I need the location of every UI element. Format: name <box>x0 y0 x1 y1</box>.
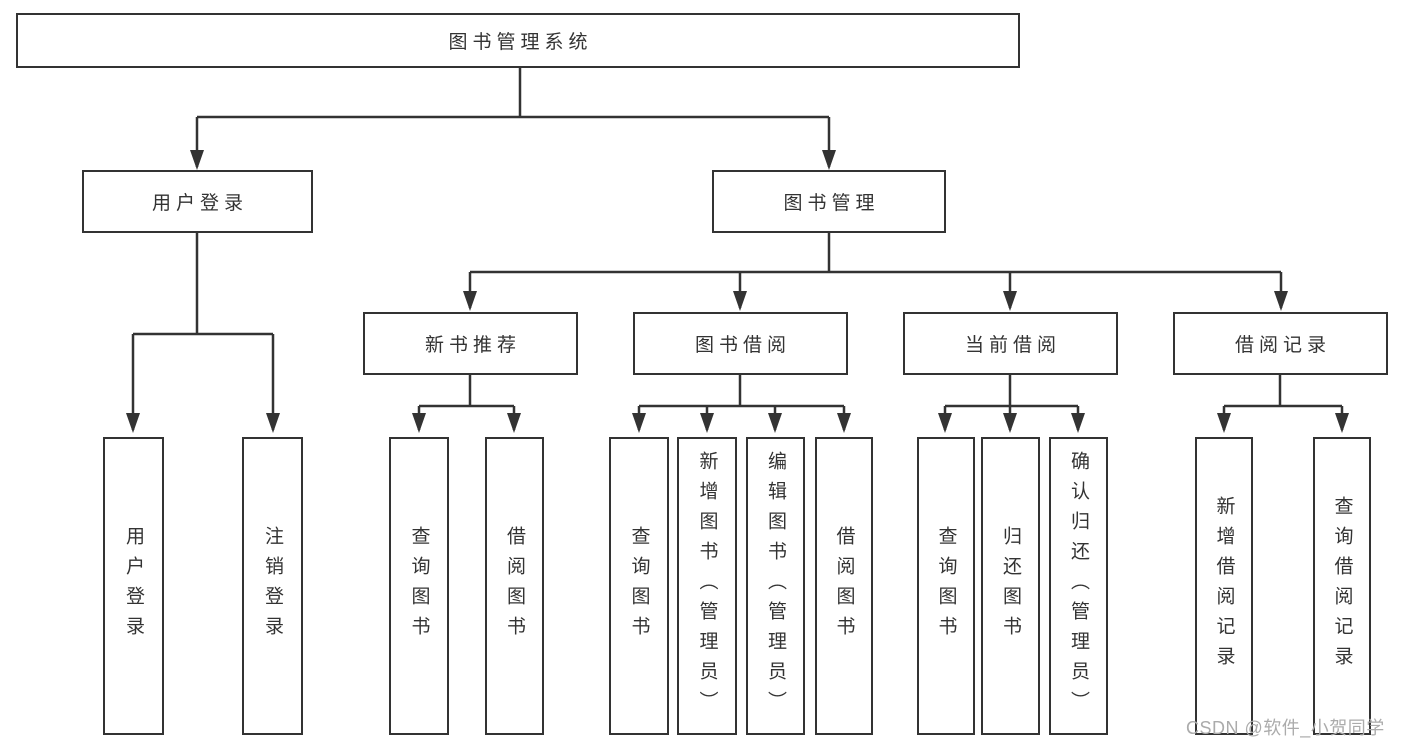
node-leaf-borrow-books-1: 借阅图书 <box>485 437 544 735</box>
node-label: 新书推荐 <box>424 335 521 356</box>
node-leaf-query-books-2: 查询图书 <box>609 437 669 735</box>
node-label: 注销登录 <box>262 526 283 646</box>
node-leaf-borrow-books-2: 借阅图书 <box>815 437 873 735</box>
node-leaf-logout: 注销登录 <box>242 437 303 735</box>
node-label: 查询图书 <box>408 526 430 646</box>
node-label: 查询借阅记录 <box>1331 496 1353 676</box>
node-leaf-query-borrow-record: 查询借阅记录 <box>1313 437 1371 735</box>
node-label: 归还图书 <box>1000 526 1021 646</box>
watermark: CSDN @软件_小贺同学 <box>1186 718 1385 738</box>
node-label: 确认归还（管理员） <box>1068 451 1089 721</box>
node-leaf-add-books-admin: 新增图书（管理员） <box>677 437 737 735</box>
node-user-login-branch: 用户登录 <box>82 170 313 233</box>
node-label: 用户登录 <box>123 526 144 646</box>
node-book-borrowing: 图书借阅 <box>633 312 848 375</box>
node-label: 新增借阅记录 <box>1213 496 1235 676</box>
node-leaf-confirm-return-admin: 确认归还（管理员） <box>1049 437 1108 735</box>
node-label: 图书管理系统 <box>448 32 593 53</box>
node-label: 借阅记录 <box>1234 335 1331 356</box>
node-leaf-user-login: 用户登录 <box>103 437 164 735</box>
node-label: 查询图书 <box>628 526 650 646</box>
node-new-book-recommend: 新书推荐 <box>363 312 578 375</box>
node-leaf-return-books: 归还图书 <box>981 437 1040 735</box>
node-label: 图书管理 <box>783 193 880 214</box>
node-borrowing-records: 借阅记录 <box>1173 312 1388 375</box>
node-leaf-edit-books-admin: 编辑图书（管理员） <box>746 437 805 735</box>
node-label: 借阅图书 <box>504 526 525 646</box>
node-leaf-query-books-3: 查询图书 <box>917 437 975 735</box>
node-book-management-branch: 图书管理 <box>712 170 946 233</box>
node-label: 借阅图书 <box>833 526 855 646</box>
node-current-borrowing: 当前借阅 <box>903 312 1118 375</box>
node-leaf-add-borrow-record: 新增借阅记录 <box>1195 437 1253 735</box>
node-label: 用户登录 <box>151 193 248 214</box>
node-label: 新增图书（管理员） <box>696 451 718 721</box>
node-library-management-system: 图书管理系统 <box>16 13 1020 68</box>
node-label: 编辑图书（管理员） <box>765 451 786 721</box>
node-label: 查询图书 <box>935 526 957 646</box>
node-label: 图书借阅 <box>694 335 791 356</box>
node-label: 当前借阅 <box>964 335 1061 356</box>
node-leaf-query-books-1: 查询图书 <box>389 437 449 735</box>
